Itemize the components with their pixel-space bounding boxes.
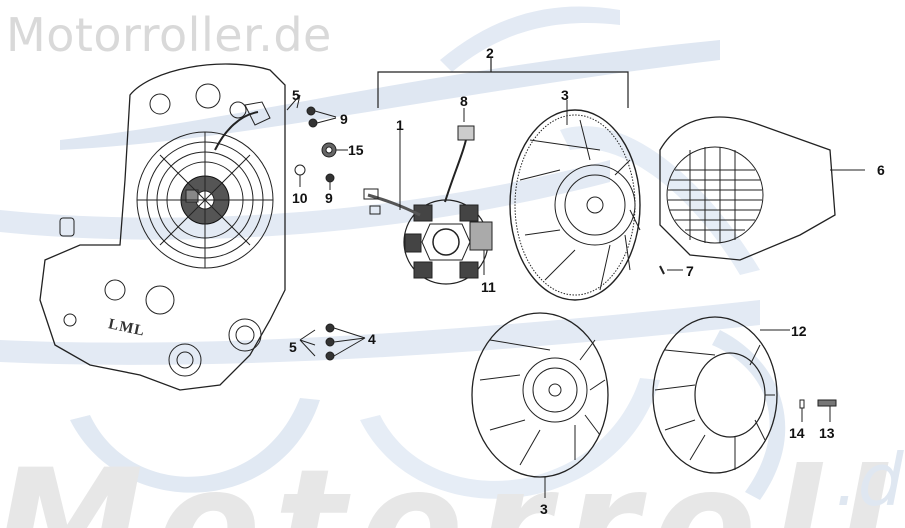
callout-3-bottom: 3 [540,501,548,517]
callout-4: 4 [368,331,376,347]
callout-13: 13 [819,425,835,441]
callout-9-top: 9 [340,111,348,127]
callout-7: 7 [686,263,694,279]
callout-10: 10 [292,190,308,206]
flywheel-top-drawing [509,109,641,301]
callout-5-top: 5 [292,87,300,103]
callout-8: 8 [460,93,468,109]
stator-drawing [363,125,493,285]
watermark-top-text: Motorroller.de [6,8,332,62]
flywheel-bottom-drawing [471,312,609,498]
callout-15: 15 [348,142,364,158]
bracket-line [377,71,629,108]
callout-2: 2 [486,45,494,61]
callout-14: 14 [789,425,805,441]
callout-12: 12 [791,323,807,339]
fan-cover-drawing [659,116,865,261]
small-hardware [286,94,837,422]
fan-drawing [652,316,790,474]
crankcase-drawing [39,63,286,391]
callout-5-bottom: 5 [289,339,297,355]
callout-3-top: 3 [561,87,569,103]
callout-11: 11 [481,279,496,295]
callout-6: 6 [877,162,885,178]
callout-9-bottom: 9 [325,190,333,206]
watermark-de-suffix: .d [835,438,904,522]
watermark-bottom-text: Motorroller [0,438,905,528]
callout-1: 1 [396,117,404,133]
